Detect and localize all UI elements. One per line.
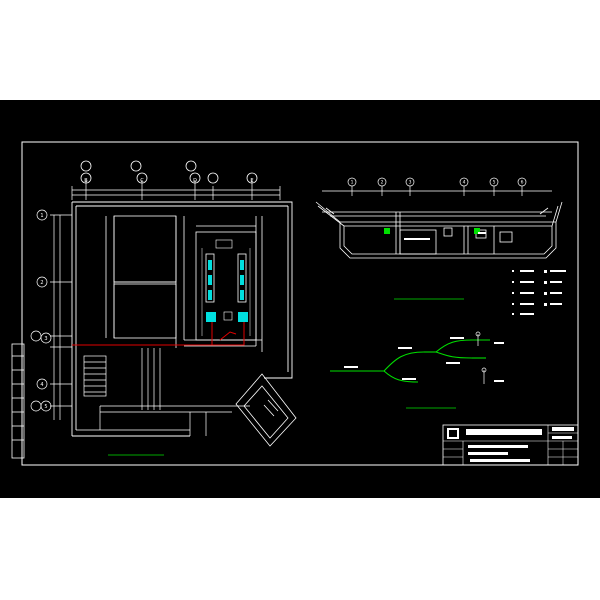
rooms: [105, 215, 263, 352]
section-legend: [512, 270, 566, 315]
top-grid-bubbles: [80, 160, 258, 184]
section-grid-label-5: 6: [521, 180, 524, 186]
drawing-sheet: [0, 100, 600, 498]
section-grid-label-4: 5: [493, 180, 496, 186]
section-green-mark-2: [474, 228, 480, 234]
switchgear-cabinets: [201, 239, 251, 336]
plan-grid-label-3: E: [250, 178, 253, 184]
left-floor-plan: B C D E 1 2 3 4 5: [30, 160, 297, 456]
title-block: [442, 424, 579, 466]
routing-lines: [330, 339, 490, 383]
section-grid-label-3: 4: [463, 180, 466, 186]
building-outline: [71, 201, 293, 437]
left-dimensions: [30, 209, 72, 420]
outer-frame: [21, 141, 579, 466]
rotated-wing: [235, 373, 297, 447]
section-dimensions: [322, 177, 552, 196]
section-grid-label-2: 3: [409, 180, 412, 186]
section-grid-label-1: 2: [381, 180, 384, 186]
routing-labels: [344, 337, 504, 382]
top-dimensions: [71, 180, 281, 200]
routing-terminals: [475, 331, 487, 384]
section-labels: [404, 232, 486, 240]
plan-row-label-2: 3: [44, 336, 47, 342]
plan-row-label-1: 2: [40, 280, 43, 286]
binding-strip: [11, 343, 25, 459]
plan-row-label-3: 4: [40, 382, 43, 388]
plan-row-label-0: 1: [40, 213, 43, 219]
section-green-mark: [384, 228, 390, 234]
section-view: 1 2 3 4 5 6: [315, 177, 566, 315]
stair-area: [76, 348, 250, 436]
plan-grid-label-2: D: [193, 178, 197, 184]
plan-row-label-4: 5: [44, 404, 47, 410]
section-grid-label-0: 1: [351, 180, 354, 186]
red-cable-route: [72, 322, 245, 346]
cable-routing-diagram: [330, 331, 504, 409]
plan-grid-label-1: C: [140, 178, 144, 184]
plan-grid-label-0: B: [84, 178, 88, 184]
